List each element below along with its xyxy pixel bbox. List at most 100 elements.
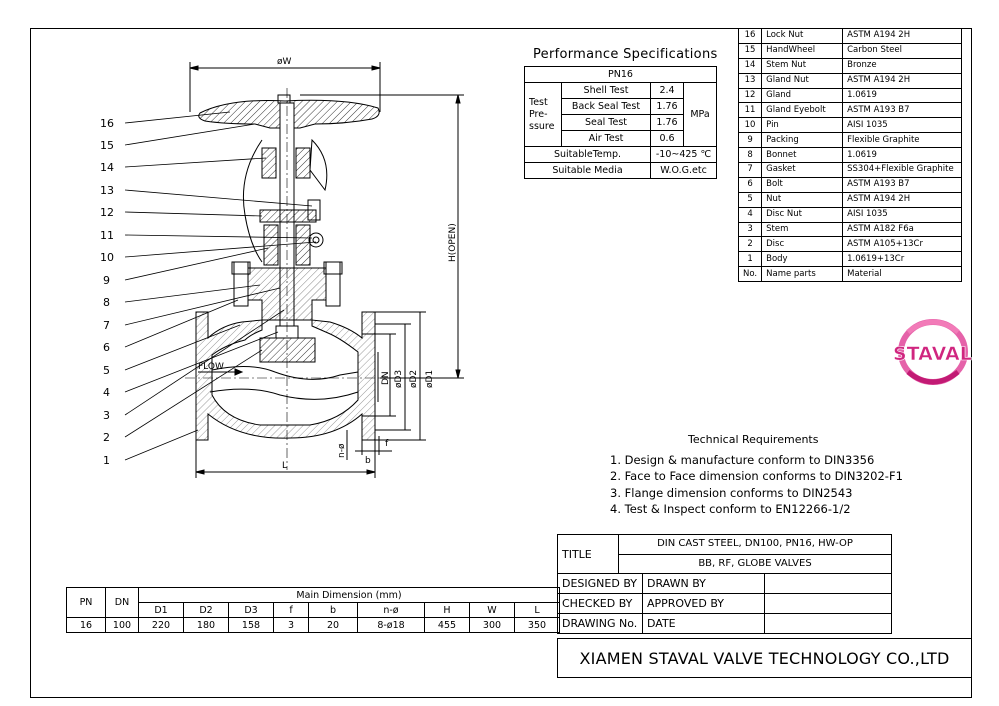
perf-temp-label: SuitableTemp. [524,146,651,163]
disc [259,337,316,363]
dims-column-header: b [308,602,358,618]
dims-pn-value: 16 [66,617,106,633]
dims-value-cell: 3 [273,617,309,633]
perf-media-value: W.O.G.etc [650,162,717,179]
parts-no-cell: 15 [737,42,763,59]
dims-value-cell: 220 [138,617,184,633]
perf-row-name: Seal Test [561,114,651,131]
dims-value-cell: 350 [514,617,560,633]
dims-value-cell: 180 [183,617,229,633]
company-name: XIAMEN STAVAL VALVE TECHNOLOGY CO.,LTD [557,638,972,678]
balloon-13: 13 [100,184,114,197]
flow-label: FLOW [198,362,224,372]
approved-by-label: APPROVED BY [642,593,765,614]
parts-no-cell: 5 [737,191,763,208]
perf-pn: PN16 [524,66,717,83]
date-label: DATE [642,613,765,634]
parts-material-cell: AISI 1035 [842,117,963,134]
dims-value-cell: 158 [228,617,274,633]
dims-pn-header: PN [66,587,106,618]
parts-no-cell: 11 [737,102,763,119]
parts-material-cell: 1.0619 [842,147,963,164]
parts-name-cell: Gland Eyebolt [761,102,844,119]
dims-column-header: D2 [183,602,229,618]
perf-temp-value: -10~425 ℃ [650,146,717,163]
dim-d3-label: øD3 [394,370,404,388]
dims-column-header: L [514,602,560,618]
perf-row-value: 1.76 [650,98,684,115]
tech-item: 2. Face to Face dimension conforms to DI… [610,469,903,484]
drawing-frame [30,28,972,698]
title-block: TITLE DIN CAST STEEL, DN100, PN16, HW-OP… [557,534,892,634]
balloon-8: 8 [103,296,110,309]
staval-logo: STAVAL [893,319,972,385]
perf-row-value: 0.6 [650,130,684,147]
parts-no-cell: 12 [737,87,763,104]
parts-material-cell: SS304+Flexible Graphite [842,162,963,178]
parts-no-cell: 9 [737,132,763,149]
balloon-3: 3 [103,409,110,422]
parts-material-cell: 1.0619 [842,87,963,104]
dim-f-label: f [385,439,389,449]
dims-dn-header: DN [105,587,139,618]
balloon-2: 2 [103,431,110,444]
perf-media-label: Suitable Media [524,162,651,179]
part-balloons: 16 15 14 13 12 11 10 9 8 7 6 5 4 3 2 1 [100,117,114,467]
dim-b-label: b [365,456,371,466]
parts-name-cell: Stem Nut [761,57,844,74]
dim-l-label: L [282,461,287,471]
perf-row-name: Air Test [561,130,651,147]
parts-name-cell: Bonnet [761,147,844,164]
designed-by-label: DESIGNED BY [557,573,643,594]
parts-name-cell: Disc Nut [761,206,844,223]
parts-material-cell: 1.0619+13Cr [842,251,963,268]
parts-no-cell: 7 [737,162,763,178]
dim-d1-label: øD1 [425,370,435,388]
parts-name-cell: Gland [761,87,844,104]
drawing-no-label: DRAWING No. [557,613,643,634]
balloon-12: 12 [100,206,114,219]
parts-name-cell: Packing [761,132,844,149]
perf-row-name: Shell Test [561,82,651,99]
parts-no-cell: 16 [737,28,763,44]
yoke [242,138,328,263]
parts-material-cell: Bronze [842,57,963,74]
stem-nut [261,147,277,179]
dim-dn-label: DN [381,371,391,385]
parts-name-cell: Disc [761,236,844,253]
leader-lines [124,111,317,461]
tech-item: 3. Flange dimension conforms to DIN2543 [610,485,853,500]
drawn-by-label: DRAWN BY [642,573,765,594]
parts-material-cell: ASTM A194 2H [842,28,963,44]
parts-no-cell: 14 [737,57,763,74]
dims-value-cell: 8-ø18 [357,617,425,633]
perf-row-name: Back Seal Test [561,98,651,115]
dims-column-header: W [469,602,515,618]
balloon-6: 6 [103,341,110,354]
balloon-11: 11 [100,229,114,242]
parts-material-cell: Carbon Steel [842,42,963,59]
test-pressure-label: Test Pre- ssure [524,82,562,147]
parts-name-cell: Pin [761,117,844,134]
tech-item: 4. Test & Inspect conform to EN12266-1/2 [610,501,851,516]
parts-name-cell: Stem [761,221,844,238]
parts-name-cell: Bolt [761,176,844,193]
dim-d2-label: øD2 [409,370,419,388]
parts-name-cell: Gland Nut [761,72,844,89]
dim-h-label: H(OPEN) [448,223,458,262]
parts-material-cell: AISI 1035 [842,206,963,223]
approved-by-value [764,593,892,614]
perf-row-value: 2.4 [650,82,684,99]
parts-no-cell: 4 [737,206,763,223]
title-label: TITLE [557,534,619,574]
